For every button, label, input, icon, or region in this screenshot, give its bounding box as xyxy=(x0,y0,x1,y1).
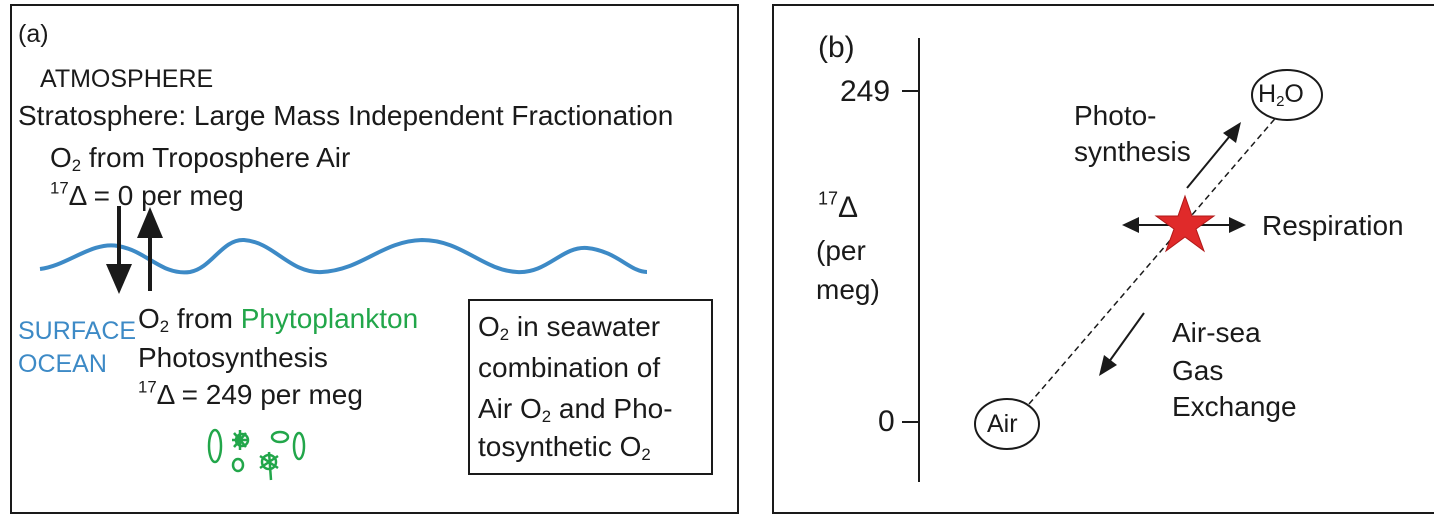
panel-b-graphics xyxy=(902,38,1323,482)
box-line-1: O2 in seawater xyxy=(478,311,661,345)
box-line-4: tosynthetic O2 xyxy=(478,431,651,465)
seawater-info-box: O2 in seawater combination of Air O2 and… xyxy=(468,299,713,475)
y-axis-title-meg: meg) xyxy=(816,274,880,305)
panel-b: (b) 249 0 17Δ (per meg) H2O Air Photo- s… xyxy=(772,4,1434,514)
down-arrow xyxy=(106,206,132,294)
mixing-line xyxy=(1028,113,1280,405)
h2o-node-label: H2O xyxy=(1258,80,1304,110)
up-arrow xyxy=(137,207,163,291)
delta-phytoplankton-text: 17Δ = 249 per meg xyxy=(138,377,363,410)
photosynthesis-arrow xyxy=(1186,122,1241,189)
gas-exchange-label-2: Gas xyxy=(1172,355,1224,386)
phytoplankton-label: Phytoplankton xyxy=(240,303,419,334)
panel-b-label: (b) xyxy=(818,31,855,64)
photosynthesis-text: Photosynthesis xyxy=(138,342,328,373)
stratosphere-text: Stratosphere: Large Mass Independent Fra… xyxy=(18,100,674,131)
gas-exchange-arrow xyxy=(1099,312,1145,376)
gas-exchange-label-1: Air-sea xyxy=(1172,317,1261,348)
delta-air-text: 17Δ = 0 per meg xyxy=(50,178,244,211)
box-line-2: combination of xyxy=(478,352,661,383)
surface-label: SURFACE xyxy=(18,317,137,345)
y-axis-title-per: (per xyxy=(816,235,866,266)
photosynthesis-label-2: synthesis xyxy=(1074,136,1191,167)
photosynthesis-label-1: Photo- xyxy=(1074,100,1157,131)
ocean-surface-wave xyxy=(39,237,648,275)
tick-0-label: 0 xyxy=(878,405,895,438)
air-node-outline xyxy=(974,398,1040,450)
panel-a-graphics xyxy=(39,206,648,481)
o2-troposphere-text: O2 from Troposphere Air xyxy=(50,142,351,176)
gas-exchange-label-3: Exchange xyxy=(1172,391,1297,422)
respiration-label: Respiration xyxy=(1262,210,1404,241)
ocean-label: OCEAN xyxy=(18,350,107,378)
phytoplankton-icon xyxy=(207,428,306,481)
tick-249-label: 249 xyxy=(840,75,891,108)
current-state-star xyxy=(1154,194,1216,253)
o2-phytoplankton-text: O2 from Phytoplankton xyxy=(138,303,419,337)
atmosphere-label: ATMOSPHERE xyxy=(40,65,214,93)
h2o-node-outline xyxy=(1251,69,1323,121)
box-line-3: Air O2 and Pho- xyxy=(478,393,673,427)
air-node-label: Air xyxy=(987,410,1018,438)
y-axis-title-delta: 17Δ xyxy=(818,188,859,224)
panel-a-label: (a) xyxy=(18,20,49,48)
panel-a: (a) ATMOSPHERE Stratosphere: Large Mass … xyxy=(10,4,739,514)
